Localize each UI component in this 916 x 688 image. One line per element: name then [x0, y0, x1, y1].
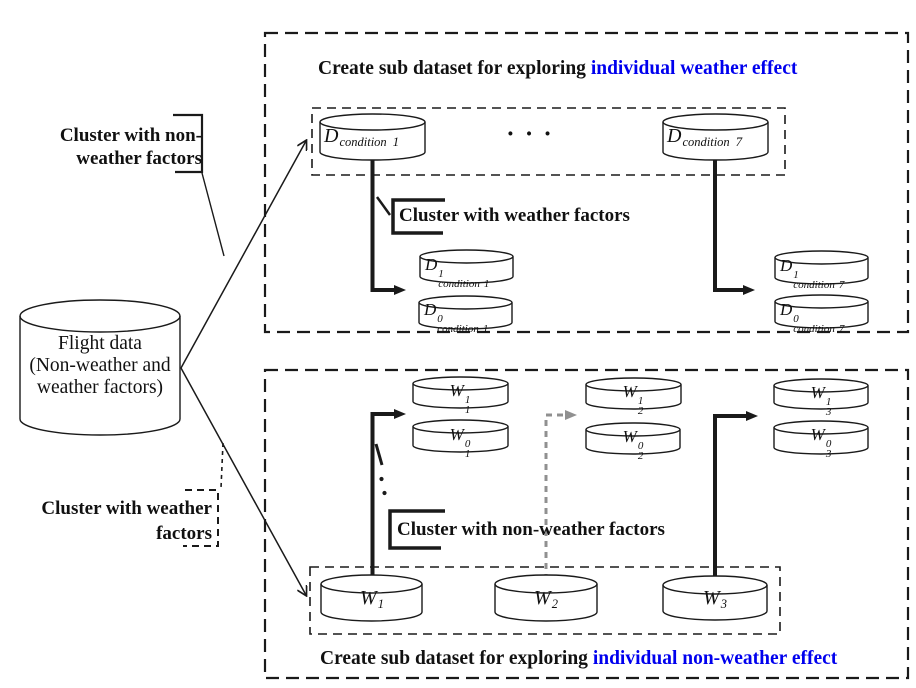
bracket-cluster-nonweather-left — [173, 113, 204, 174]
cylinder-w1-1-sub — [412, 376, 509, 409]
arrow-flightdata-to-w — [180, 367, 306, 595]
ellipsis-dot — [382, 490, 387, 496]
ellipsis-dot — [379, 476, 384, 482]
arrow-w1-to-subsets — [370, 409, 406, 580]
cylinder-w2 — [494, 574, 598, 622]
leader-cluster-nonweather-left — [201, 172, 225, 257]
arrow-flightdata-to-condition — [180, 141, 306, 369]
cylinder-w1 — [320, 574, 423, 622]
cylinder-w3 — [662, 575, 768, 621]
cylinder-d-condition-1 — [319, 113, 426, 161]
bracket-cluster-weather-left — [183, 489, 219, 547]
cluster-weather-side-label: Cluster with weather factors — [41, 498, 212, 544]
arrow-w2-to-subsets — [544, 410, 577, 580]
flight-data-label: Flight data (Non-weather and weather fac… — [29, 333, 171, 398]
nonweather-panel-border — [263, 368, 910, 680]
cylinder-w2-0-sub — [585, 422, 681, 455]
arrow-condition1-to-subsets — [370, 152, 406, 295]
cylinder-d1-condition-7-sub — [774, 250, 869, 285]
weather-panel-title: Create sub dataset for exploring individ… — [318, 58, 798, 79]
line-break-tick-top — [375, 196, 392, 216]
cylinder-w2-1-sub — [585, 377, 682, 410]
nonweather-panel-title: Create sub dataset for exploring individ… — [320, 648, 838, 669]
cylinder-layer — [19, 113, 869, 622]
cylinder-d0-condition-1-sub — [418, 295, 513, 330]
w1-label: W1 — [360, 587, 384, 611]
condition-ellipsis: · · · — [506, 121, 554, 148]
cluster-nonweather-inner-label: Cluster with non-weather factors — [397, 519, 665, 540]
cylinder-w3-1-sub — [773, 378, 869, 410]
cluster-weather-inner-label: Cluster with weather factors — [399, 205, 630, 226]
cylinder-flight-data — [19, 299, 181, 436]
cluster-nonweather-side-label: Cluster with non- weather factors — [59, 125, 202, 169]
cylinder-w3-0-sub — [773, 420, 869, 455]
weather-panel-border — [263, 31, 910, 334]
w3-label: W3 — [703, 587, 727, 611]
line-break-tick-bottom — [374, 443, 384, 466]
w-group-border — [309, 566, 781, 635]
cylinder-d1-condition-1-sub — [419, 249, 514, 284]
w2-label: W2 — [534, 587, 558, 611]
leader-cluster-weather-left — [220, 442, 224, 489]
bracket-cluster-nonweather-inner — [388, 509, 445, 550]
cylinder-d0-condition-7-sub — [774, 294, 869, 329]
bracket-cluster-weather-inner — [391, 198, 445, 235]
cylinder-d-condition-7 — [662, 113, 769, 161]
arrow-condition7-to-subsets — [713, 152, 755, 295]
cylinder-w1-0-sub — [412, 419, 509, 453]
arrow-w3-to-subsets — [713, 411, 758, 582]
